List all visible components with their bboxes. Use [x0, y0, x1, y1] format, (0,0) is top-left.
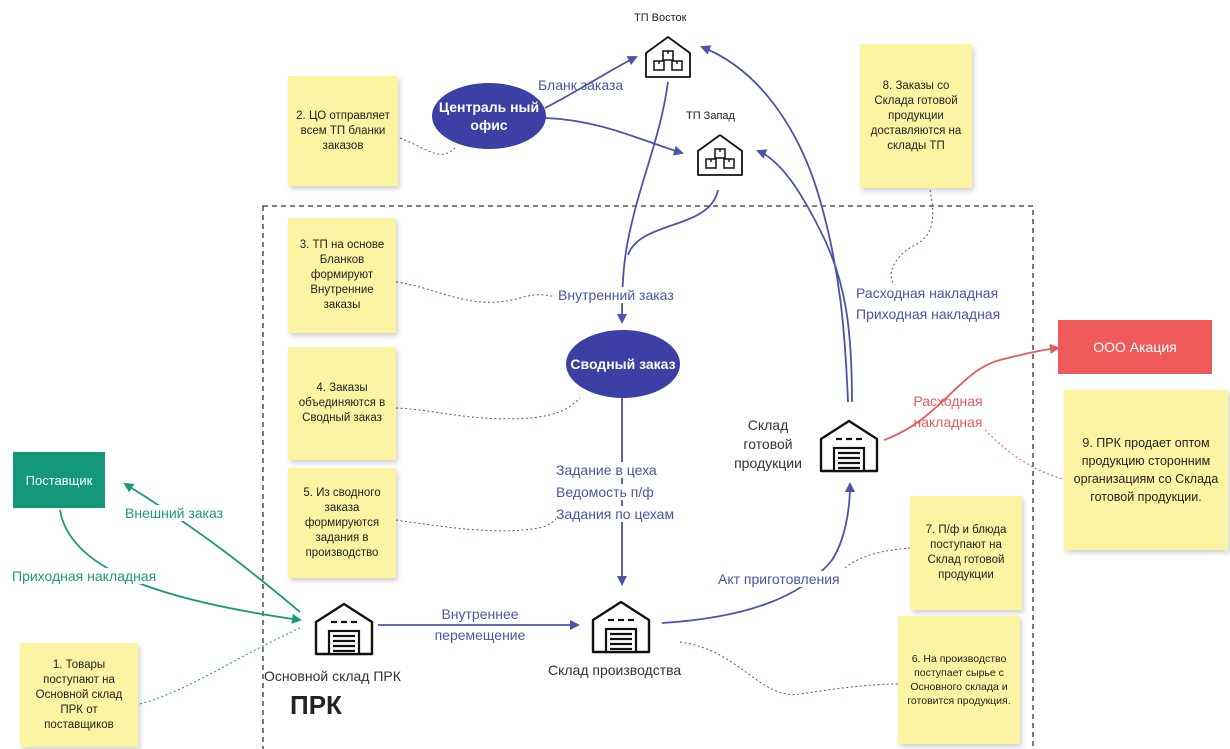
arrow-co-to-west: [544, 117, 684, 156]
arrow-supplier-to-main: [59, 509, 302, 624]
akacia-node: ООО Акация: [1058, 320, 1212, 374]
finished-goods-warehouse-label: Склад готовой продукции: [734, 417, 802, 471]
edge-label-cooking-act: Акт приготовления: [718, 571, 840, 587]
tp-east-label: ТП Восток: [634, 12, 687, 24]
store-icon: [697, 134, 743, 176]
arrow-main-to-supplier: [123, 482, 301, 613]
edge-label-receipt-invoice-supplier: Приходная накладная: [12, 568, 157, 584]
warehouse-icon: [819, 419, 879, 473]
arrow-finished-to-akacia: [883, 343, 1060, 441]
note-9: 9. ПРК продает оптом продукцию сторонним…: [1064, 390, 1228, 550]
note-8: 8. Заказы со Склада готовой продукции до…: [860, 44, 972, 188]
note-7: 7. П/ф и блюда поступают на Склад готово…: [910, 496, 1022, 610]
note9-connector: [984, 429, 1066, 481]
note-4: 4. Заказы объединяются в Сводный заказ: [288, 347, 396, 460]
warehouse-icon: [314, 602, 374, 656]
warehouse-icon: [591, 600, 651, 654]
arrow-finished-to-west: [756, 149, 853, 403]
edge-label-order-form: Бланк заказа: [538, 77, 624, 93]
note-3: 3. ТП на основе Бланков формируют Внутре…: [288, 218, 396, 333]
edge-label-internal-order: Внутренний заказ: [556, 287, 676, 303]
tp-west-label: ТП Запад: [686, 110, 735, 122]
edge-label-expense-invoice: Расходная накладная: [856, 285, 999, 301]
note4-connector: [395, 397, 581, 420]
arrow-finished-to-east: [700, 45, 849, 403]
edge-label-receipt-invoice: Приходная накладная: [856, 306, 1001, 322]
production-warehouse-label: Склад производства: [548, 662, 682, 678]
arrow-west-to-consolidated: [627, 189, 719, 256]
edge-label-internal-movement: Внутреннее перемещение: [434, 606, 526, 643]
note1-connector: [139, 627, 301, 705]
region-title: ПРК: [290, 690, 342, 720]
note-5: 5. Из сводного заказа формируются задани…: [288, 468, 396, 578]
arrow-production-to-finished: [661, 482, 855, 624]
edge-label-semifinished-sheet: Ведомость п/ф: [556, 484, 654, 500]
edge-label-workshop-task: Задание в цеха: [556, 462, 657, 478]
edge-label-tasks-by-workshop: Задания по цехам: [556, 506, 675, 522]
edge-label-expense-invoice-akacia: Расходная накладная: [913, 393, 983, 430]
note-6: 6. На производство поступает сырье с Осн…: [898, 616, 1020, 744]
store-icon: [645, 36, 691, 78]
note6-connector: [679, 641, 899, 695]
note2-connector: [399, 137, 456, 155]
note3-connector: [395, 281, 553, 303]
note-2: 2. ЦО отправляет всем ТП бланки заказов: [288, 76, 398, 186]
prk-boundary: [262, 205, 1034, 749]
note8-connector: [890, 189, 934, 286]
note-1: 1. Товары поступают на Основной склад ПР…: [20, 643, 138, 747]
note5-connector: [395, 513, 561, 532]
arrow-co-to-east: [544, 56, 638, 109]
arrow-east-to-consolidated: [617, 81, 669, 324]
note7-connector: [844, 547, 911, 569]
supplier-node: Поставщик: [13, 452, 105, 508]
central-office-node: Централь ный офис: [432, 83, 546, 149]
edge-label-external-order: Внешний заказ: [125, 505, 224, 521]
consolidated-order-node: Сводный заказ: [566, 330, 680, 398]
main-warehouse-label: Основной склад ПРК: [264, 668, 401, 684]
